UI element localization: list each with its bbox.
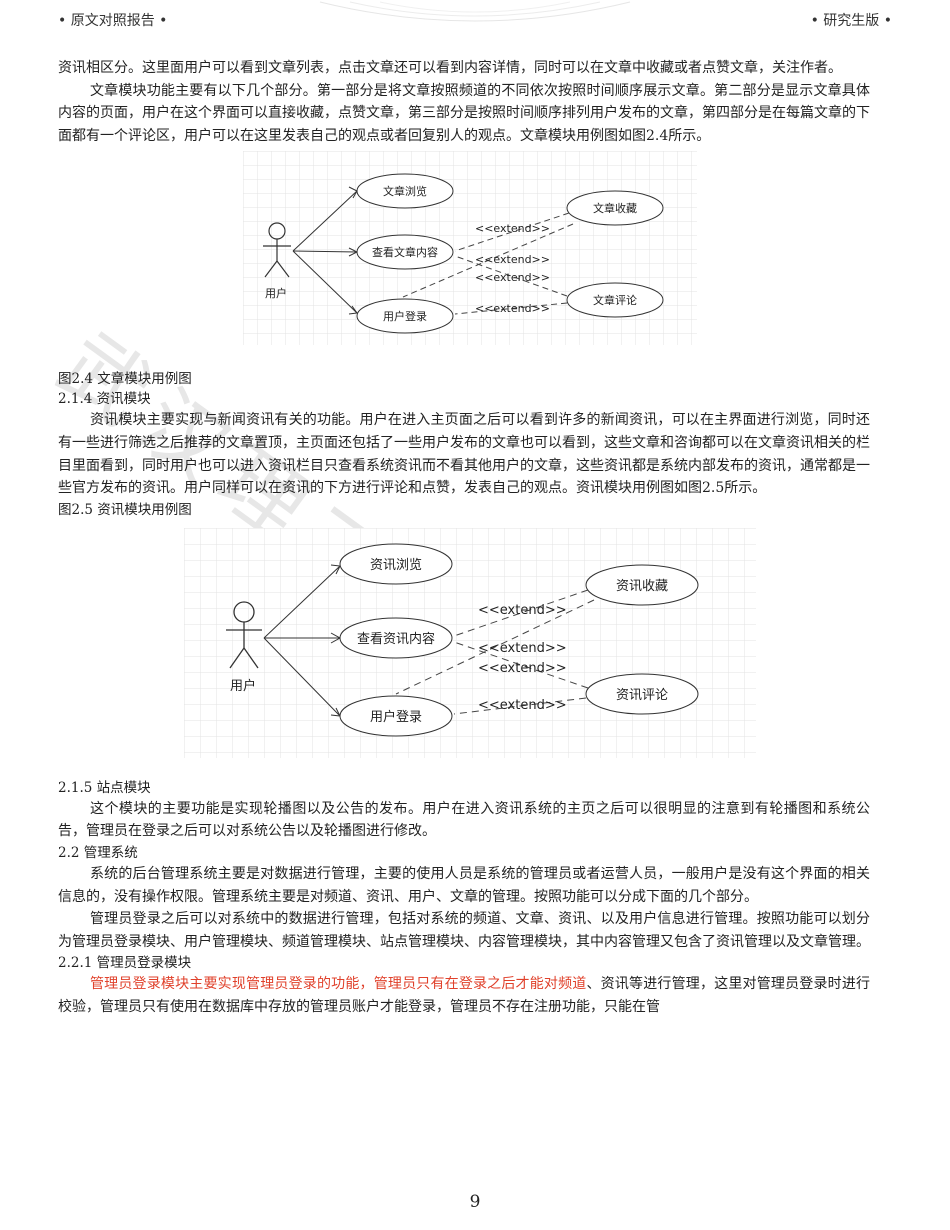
usecase-label: 资讯评论 [616, 688, 668, 703]
paragraph: 资讯模块主要实现与新闻资讯有关的功能。用户在进入主页面之后可以看到许多的新闻资讯… [58, 412, 870, 497]
header-right: • 研究生版 • [810, 13, 892, 29]
extend-label: <<extend>> [478, 641, 567, 656]
extend-label: <<extend>> [475, 302, 550, 315]
extend-label: <<extend>> [475, 271, 550, 284]
page-number: 9 [469, 1192, 481, 1212]
paragraph: 资讯相区分。这里面用户可以看到文章列表，点击文章还可以看到内容详情，同时可以在文… [58, 60, 842, 76]
figure-caption: 图2.4 文章模块用例图 [58, 371, 192, 388]
usecase-label: 资讯浏览 [370, 557, 422, 573]
usecase-label: 查看文章内容 [372, 245, 438, 259]
diagram-svg: 用户 资讯浏览 查看资讯内容 用户登录 资讯收藏 资讯评论 [184, 527, 756, 758]
paragraph: 管理员登录之后可以对系统中的数据进行管理，包括对系统的频道、文章、资讯、以及用户… [58, 911, 870, 950]
usecase-label: 用户登录 [383, 309, 427, 323]
paragraph: 管理员登录模块主要实现管理员登录的功能，管理员只有在登录之后才能对频道、资讯等进… [58, 973, 870, 1018]
usecase-label: 资讯收藏 [616, 579, 668, 594]
usecase-label: 文章评论 [593, 293, 637, 307]
section-heading: 2.1.4 资讯模块 [58, 391, 151, 408]
extend-label: <<extend>> [478, 603, 567, 618]
paragraph-text: 、资讯等进行管理，这里对管理员登录时进行校验，管理员只有使用在数据库中存放的管理… [58, 976, 871, 1015]
paragraph: 文章模块功能主要有以下几个部分。第一部分是将文章按照频道的不同依次按照时间顺序展… [58, 82, 870, 144]
header-left: • 原文对照报告 • [58, 13, 168, 29]
actor-label: 用户 [230, 678, 256, 694]
extend-label: <<extend>> [478, 661, 567, 676]
extend-label: <<extend>> [478, 698, 567, 713]
highlighted-text: 管理员登录模块主要实现管理员登录的功能，管理员只有在登录之后才能对频道 [90, 976, 587, 993]
actor-figure [226, 601, 262, 669]
section-heading: 2.2.1 管理员登录模块 [58, 955, 192, 972]
actor-figure [263, 222, 291, 278]
paragraph: 系统的后台管理系统主要是对数据进行管理，主要的使用人员是系统的管理员或者运营人员… [58, 865, 870, 905]
extend-label: <<extend>> [475, 222, 550, 235]
figure-caption: 图2.5 资讯模块用例图 [58, 501, 192, 518]
use-case-diagram-news: 用户 资讯浏览 查看资讯内容 用户登录 资讯收藏 资讯评论 [184, 527, 756, 758]
paragraph: 这个模块的主要功能是实现轮播图以及公告的发布。用户在进入资讯系统的主页之后可以很… [58, 800, 870, 840]
usecase-label: 文章收藏 [593, 201, 637, 215]
section-heading: 2.1.5 站点模块 [58, 779, 151, 796]
page-body: 资讯相区分。这里面用户可以看到文章列表，点击文章还可以看到内容详情，同时可以在文… [58, 57, 870, 1019]
diagram-svg: 用户 文章浏览 查看文章内容 用户登录 文章收藏 文章评论 [243, 151, 697, 346]
usecase-label: 查看资讯内容 [357, 631, 435, 647]
usecase-label: 用户登录 [370, 709, 422, 725]
section-heading: 2.2 管理系统 [58, 844, 138, 861]
usecase-label: 文章浏览 [383, 184, 427, 198]
actor-label: 用户 [265, 286, 287, 300]
extend-label: <<extend>> [475, 253, 550, 266]
header-ornament [319, 1, 631, 22]
use-case-diagram-article: 用户 文章浏览 查看文章内容 用户登录 文章收藏 文章评论 [243, 151, 697, 346]
